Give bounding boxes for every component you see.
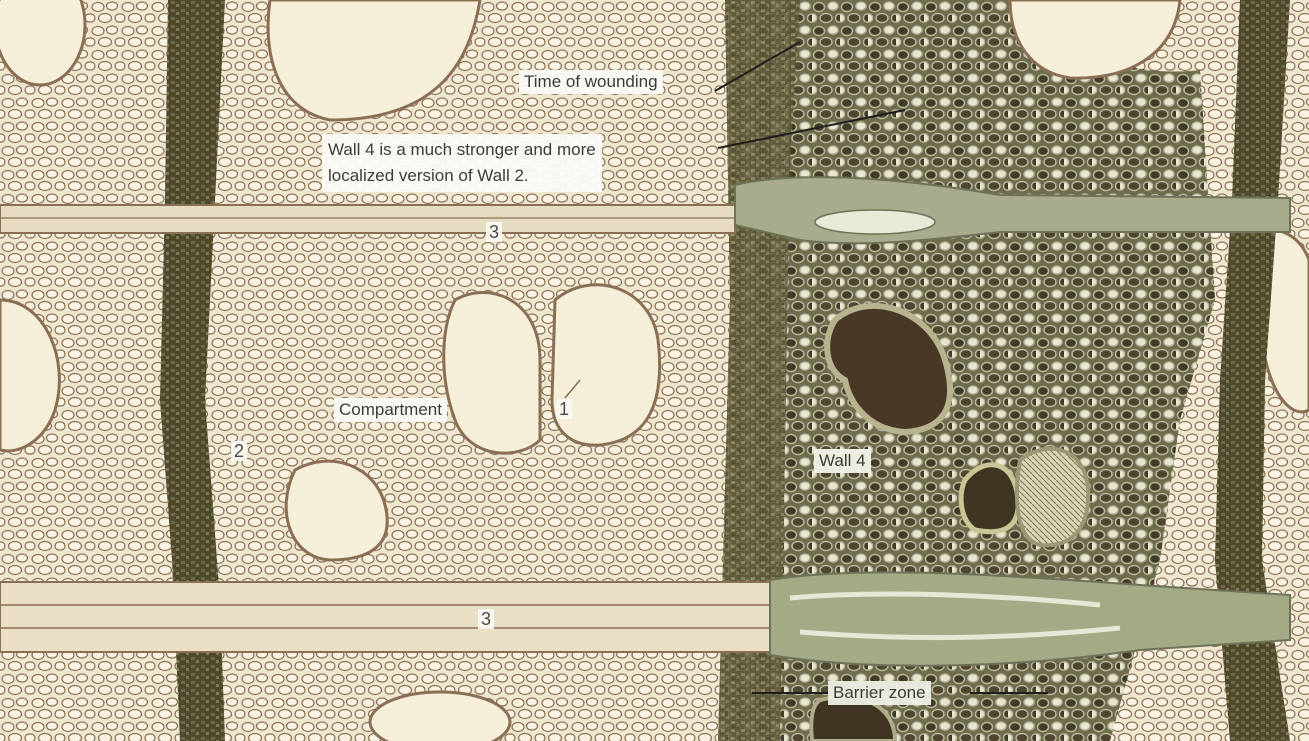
wall-4-note-line-2: localized version of Wall 2. bbox=[328, 163, 596, 189]
wall-4-note-line-1: Wall 4 is a much stronger and more bbox=[328, 137, 596, 163]
wall-2-number: 2 bbox=[231, 441, 247, 461]
wall-3-upper-number: 3 bbox=[486, 222, 502, 242]
time-of-wounding-label: Time of wounding bbox=[519, 70, 663, 94]
wall-1-number: 1 bbox=[556, 399, 572, 419]
wall-4-note: Wall 4 is a much stronger and more local… bbox=[322, 134, 602, 192]
barrier-zone-label: Barrier zone bbox=[828, 681, 931, 705]
wall-3-lower-number: 3 bbox=[478, 609, 494, 629]
compartment-label: Compartment bbox=[334, 398, 447, 422]
wall-4-label: Wall 4 bbox=[814, 449, 871, 473]
